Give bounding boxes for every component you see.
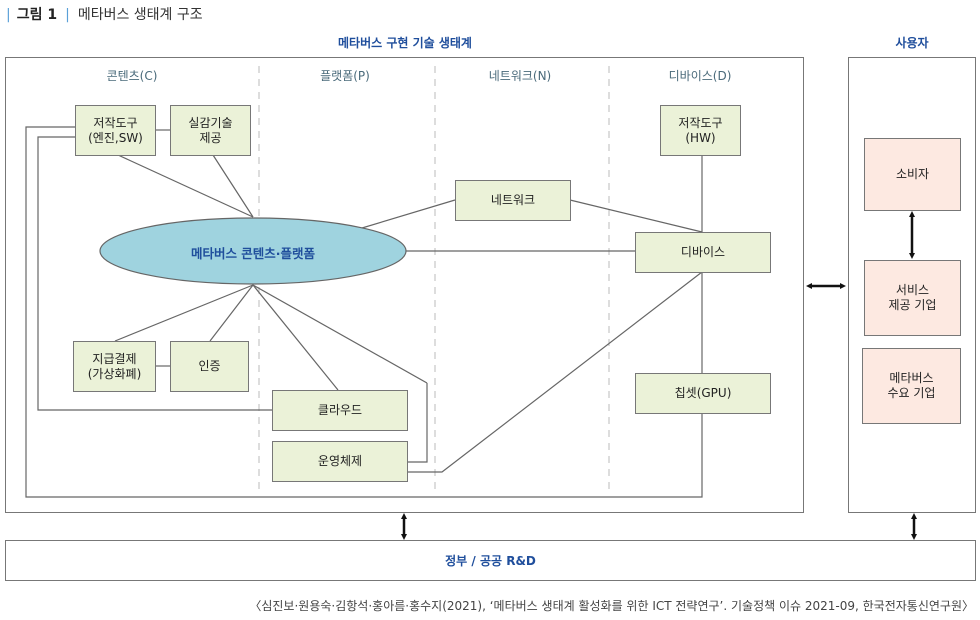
node-os: 운영체제 (272, 441, 408, 482)
node-immersive-tech: 실감기술 제공 (170, 105, 251, 156)
government-rnd-label: 정부 / 공공 R&D (445, 554, 536, 568)
column-header-contents: 콘텐츠(C) (106, 69, 158, 83)
edge-hub-os-a (252, 284, 428, 384)
node-chipset: 칩셋(GPU) (635, 373, 771, 414)
column-header-platform: 플랫폼(P) (320, 69, 370, 83)
edge-hub-authoring-sw (117, 154, 254, 218)
node-authentication: 인증 (170, 341, 249, 392)
node-device: 디바이스 (635, 232, 771, 273)
edge-authoring-cloud (37, 136, 272, 411)
column-header-network: 네트워크(N) (488, 69, 552, 83)
figure-caption: 메타버스 생태계 구조 (77, 7, 203, 23)
node-demand-company: 메타버스 수요 기업 (862, 348, 961, 424)
node-cloud: 클라우드 (272, 390, 408, 431)
figure-title: | 그림 1 | 메타버스 생태계 구조 (6, 4, 203, 24)
ecosystem-title: 메타버스 구현 기술 생태계 (338, 36, 472, 50)
ecosystem-frame (5, 57, 804, 513)
users-title: 사용자 (895, 36, 929, 50)
node-network: 네트워크 (455, 180, 571, 221)
edge-chipset-authoring-loop (25, 126, 703, 498)
title-bar-right: | (65, 7, 70, 23)
edge-device-os (407, 271, 703, 473)
source-citation: 〈심진보·원용숙·김항석·홍아름·홍수지(2021), ‘메타버스 생태계 활성… (249, 599, 974, 613)
node-payment: 지급결제 (가상화폐) (73, 341, 156, 392)
title-bar-left: | (6, 7, 11, 23)
edge-hub-cloud (252, 284, 339, 391)
figure-label: 그림 1 (16, 7, 58, 23)
hub-label: 메타버스 콘텐츠·플랫폼 (190, 246, 316, 261)
edge-hub-os-b (407, 383, 428, 463)
edge-hub-network (361, 199, 456, 229)
edge-hub-auth (209, 284, 254, 342)
node-authoring-hw: 저작도구 (HW) (660, 105, 741, 156)
edge-network-device (569, 199, 703, 233)
users-frame (848, 57, 976, 513)
edge-hub-immersive (212, 154, 254, 218)
government-frame (5, 540, 976, 581)
node-service-provider: 서비스 제공 기업 (864, 260, 961, 336)
column-header-device: 디바이스(D) (668, 69, 732, 83)
node-consumer: 소비자 (864, 138, 961, 211)
edge-hub-payment (114, 284, 254, 342)
hub-ellipse (99, 217, 407, 285)
node-authoring-sw: 저작도구 (엔진,SW) (75, 105, 156, 156)
